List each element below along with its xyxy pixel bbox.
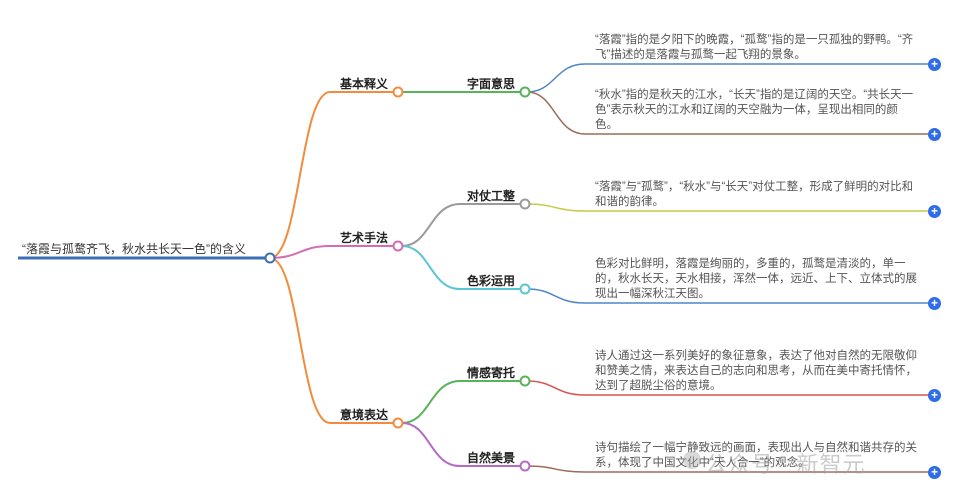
- edge-color-leaf: [526, 288, 930, 304]
- plus-circle-icon[interactable]: +: [928, 297, 941, 310]
- topic-art-technique[interactable]: 艺术手法: [340, 231, 389, 245]
- mood-node-circle[interactable]: [392, 417, 404, 429]
- plus-circle-icon[interactable]: +: [928, 466, 941, 479]
- edge-emotion-leaf: [526, 380, 930, 396]
- root-node-circle[interactable]: [264, 252, 276, 264]
- basic-node-circle[interactable]: [392, 86, 404, 98]
- root-topic[interactable]: “落霞与孤鹜齐飞，秋水共长天一色”的含义: [22, 242, 246, 256]
- leaf-literal-1[interactable]: “落霞”指的是夕阳下的晚霞，“孤鹜”指的是一只孤独的野鸭。“齐飞”描述的是落霞与…: [595, 34, 914, 61]
- plus-circle-icon[interactable]: +: [928, 128, 941, 141]
- edge-literal-leaf1: [526, 63, 930, 93]
- color-node-circle[interactable]: [519, 283, 531, 295]
- edge-nature-leaf: [526, 465, 930, 473]
- leaf-emotion[interactable]: 诗人通过这一系列美好的象征意象，表达了他对自然的无限敬仰和赞美之情，来表达自己的…: [595, 350, 917, 392]
- nature-node-circle[interactable]: [519, 460, 531, 472]
- subtopic-emotion[interactable]: 情感寄托: [467, 366, 516, 380]
- subtopic-parallelism[interactable]: 对仗工整: [467, 189, 516, 203]
- plus-circle-icon[interactable]: +: [928, 58, 941, 71]
- literal-node-circle[interactable]: [519, 86, 531, 98]
- art-node-circle[interactable]: [392, 240, 404, 252]
- topic-mood-expression[interactable]: 意境表达: [340, 408, 389, 422]
- edge-art-parallel: [401, 203, 461, 247]
- emotion-node-circle[interactable]: [519, 375, 531, 387]
- edge-root-basic: [269, 91, 331, 259]
- edge-root-mood: [269, 257, 331, 424]
- leaf-literal-2[interactable]: “秋水”指的是秋天的江水，“长天”指的是辽阔的天空。“共长天一色”表示秋天的江水…: [595, 89, 914, 131]
- leaf-color-use[interactable]: 色彩对比鲜明，落霞是绚丽的，多重的，孤鹜是清淡的，单一的，秋水长天，天水相接，浑…: [595, 258, 917, 300]
- plus-circle-icon[interactable]: +: [928, 205, 941, 218]
- watermark: 公众号 · 新智元: [705, 452, 866, 477]
- parallel-node-circle[interactable]: [519, 198, 531, 210]
- edge-mood-emotion: [401, 380, 461, 424]
- topic-basic-meaning[interactable]: 基本释义: [340, 77, 389, 91]
- watermark-logo-icon: [683, 451, 701, 469]
- edge-art-color: [401, 245, 461, 290]
- subtopic-literal-meaning[interactable]: 字面意思: [467, 77, 516, 91]
- edge-parallel-leaf: [526, 203, 930, 212]
- plus-circle-icon[interactable]: +: [928, 389, 941, 402]
- edge-root-art: [269, 245, 331, 259]
- edge-mood-nature: [401, 422, 461, 467]
- leaf-parallelism[interactable]: “落霞”与“孤鹜”，“秋水”与“长天”对仗工整，形成了鲜明的对比和和谐的韵律。: [595, 181, 914, 208]
- leaf-natural-beauty[interactable]: 诗句描绘了一幅宁静致远的画面，表现出人与自然和谐共存的关系，体现了中国文化中“天…: [595, 442, 917, 469]
- edge-literal-leaf2: [526, 91, 930, 135]
- subtopic-color-use[interactable]: 色彩运用: [467, 274, 516, 288]
- subtopic-natural-beauty[interactable]: 自然美景: [467, 451, 516, 465]
